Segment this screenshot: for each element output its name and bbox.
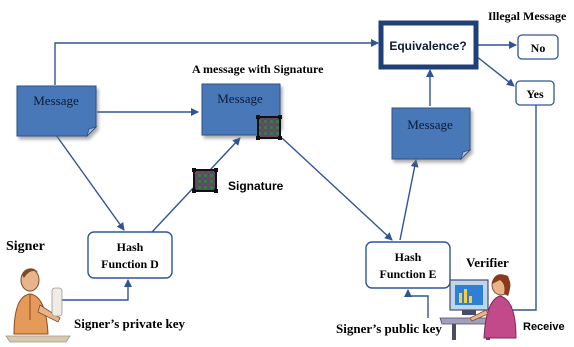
signer-label: Signer: [6, 239, 45, 254]
arrow-message-to-hash-d: [55, 134, 125, 231]
no-node: [517, 34, 559, 60]
message-left-label: Message: [33, 93, 79, 108]
message-left-node: [16, 85, 98, 138]
hash-d-line1: Hash: [117, 240, 144, 254]
arrow-equivalence-to-yes: [475, 55, 515, 87]
signature-stamp-attached: [256, 115, 282, 140]
hash-d-line2: Function D: [101, 257, 159, 271]
hash-function-e-node: [365, 241, 451, 289]
arrow-yes-to-verifier: [504, 104, 537, 314]
signer-figure-icon: [5, 268, 71, 343]
message-right-label: Message: [407, 117, 453, 132]
hash-function-d-node: [87, 231, 173, 279]
arrow-public-key-to-hash-e: [404, 289, 429, 318]
arrow-private-key-to-hash-d: [60, 279, 132, 301]
equivalence-node: [378, 20, 479, 70]
hash-e-line1: Hash: [395, 250, 422, 264]
signer-public-key-label: Signer’s public key: [336, 321, 442, 336]
verifier-label: Verifier: [466, 255, 509, 270]
arrow-signed-message-to-hash-e: [281, 137, 393, 241]
hash-e-line2: Function E: [379, 267, 436, 281]
signature-stamp: [192, 168, 218, 193]
arrows: [54, 39, 537, 318]
receive-label: Receive: [523, 321, 565, 333]
verifier-computer-icon: [439, 274, 517, 340]
signature-label: Signature: [228, 179, 284, 193]
signer-private-key-label: Signer’s private key: [74, 316, 185, 331]
equivalence-label: Equivalence?: [389, 39, 466, 53]
yes-node: [515, 80, 555, 106]
message-with-signature-label: A message with Signature: [192, 62, 324, 76]
message-right-node: [391, 107, 472, 161]
illegal-message-label: Illegal Message: [488, 9, 567, 23]
no-label: No: [531, 41, 546, 55]
arrow-hash-e-to-message: [399, 159, 419, 241]
yes-label: Yes: [526, 87, 544, 101]
message-middle-label: Message: [217, 91, 263, 106]
arrow-message-to-equivalence: [54, 39, 379, 85]
